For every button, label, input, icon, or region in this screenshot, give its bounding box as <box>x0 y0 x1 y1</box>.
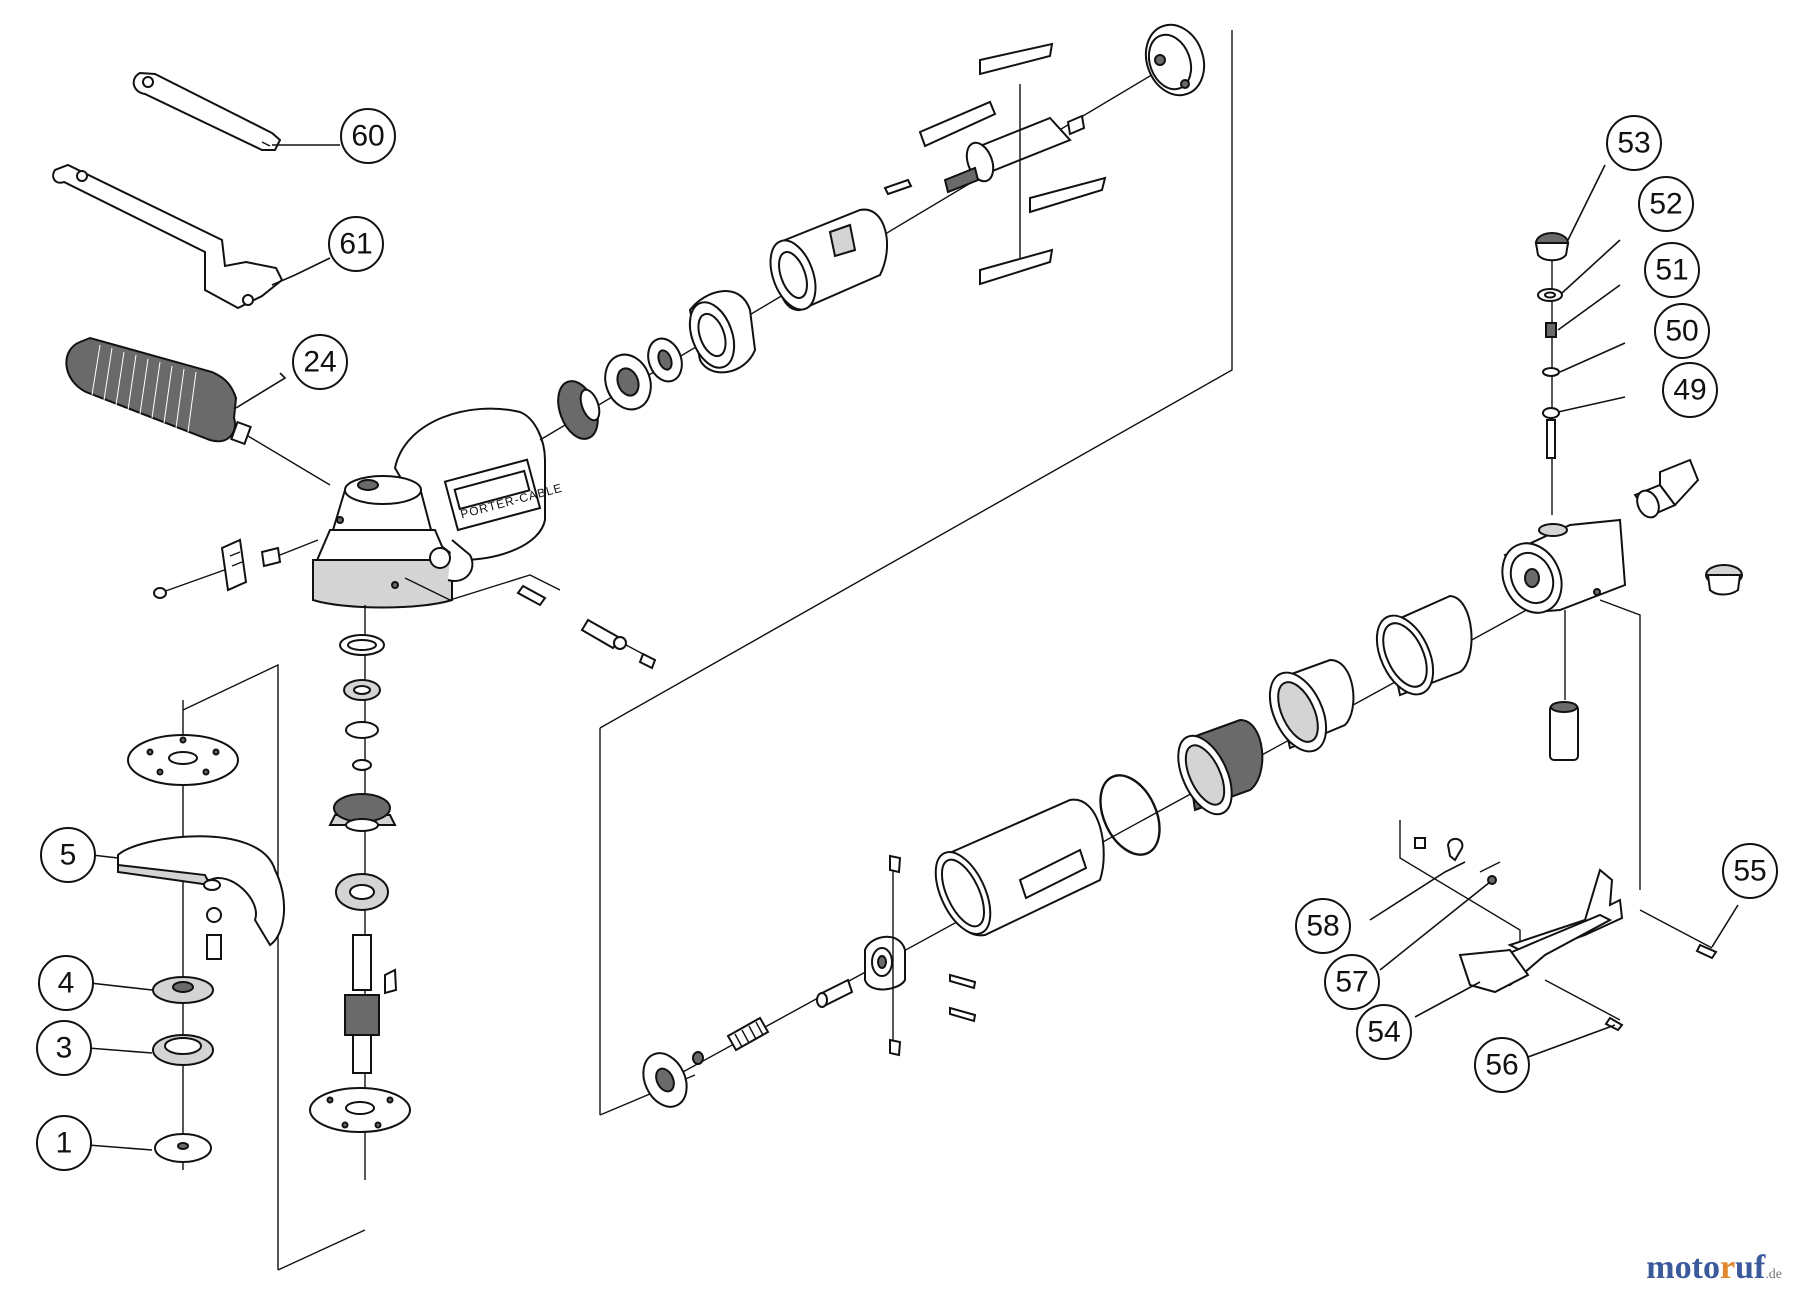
pad-assembly <box>117 700 286 1170</box>
throttle-valve-stack <box>1534 232 1570 515</box>
callout-24: 24 <box>292 334 348 390</box>
svg-text:52: 52 <box>1649 188 1682 221</box>
gear-head-housing: PORTER-CABLE <box>312 407 564 609</box>
leader-lines <box>87 144 1739 1151</box>
callout-57: 57 <box>1324 954 1380 1010</box>
callout-4: 4 <box>38 955 94 1011</box>
callout-5: 5 <box>40 827 96 883</box>
svg-text:58: 58 <box>1306 910 1339 943</box>
callout-54: 54 <box>1356 1004 1412 1060</box>
pad-assembly-boundary <box>182 663 279 1270</box>
lock-pin-assembly <box>404 574 657 670</box>
callout-51: 51 <box>1644 242 1700 298</box>
svg-text:24: 24 <box>303 346 336 379</box>
svg-text:3: 3 <box>56 1032 73 1065</box>
svg-text:1: 1 <box>56 1127 73 1160</box>
svg-text:57: 57 <box>1335 966 1368 999</box>
svg-text:61: 61 <box>339 228 372 261</box>
wheel-guard-5 <box>117 835 286 947</box>
svg-text:4: 4 <box>58 967 75 1000</box>
callout-61: 61 <box>328 216 384 272</box>
svg-text:51: 51 <box>1655 254 1688 287</box>
svg-text:50: 50 <box>1665 315 1698 348</box>
svg-text:54: 54 <box>1367 1016 1400 1049</box>
svg-text:53: 53 <box>1617 127 1650 160</box>
assembly-boundary-lines <box>182 30 1641 1271</box>
motor-housing-assembly <box>642 458 1743 1108</box>
side-handle-24 <box>65 336 331 486</box>
callout-56: 56 <box>1474 1037 1530 1093</box>
watermark-logo: motoruf.de <box>1646 1249 1782 1286</box>
trigger-lever-assembly <box>1414 837 1718 1032</box>
callout-53: 53 <box>1606 115 1662 171</box>
callout-55: 55 <box>1722 843 1778 899</box>
wrench-61 <box>52 163 284 310</box>
callout-50: 50 <box>1654 303 1710 359</box>
spindle-stack <box>309 605 411 1180</box>
svg-text:55: 55 <box>1733 855 1766 888</box>
upper-assembly-boundary <box>599 30 1233 729</box>
motor-parts <box>539 23 1206 441</box>
callout-52: 52 <box>1638 176 1694 232</box>
svg-text:60: 60 <box>351 120 384 153</box>
callout-60: 60 <box>340 108 396 164</box>
callout-3: 3 <box>36 1020 92 1076</box>
svg-text:5: 5 <box>60 839 77 872</box>
svg-text:49: 49 <box>1673 374 1706 407</box>
wrench-60 <box>132 71 282 151</box>
lever-assembly-boundary <box>1599 599 1641 890</box>
svg-text:56: 56 <box>1485 1049 1518 1082</box>
callout-58: 58 <box>1295 898 1351 954</box>
callout-49: 49 <box>1662 362 1718 418</box>
front-bracket-screws <box>153 538 319 599</box>
callout-1: 1 <box>36 1115 92 1171</box>
pad-assembly-boundary-bottom <box>277 1229 366 1271</box>
